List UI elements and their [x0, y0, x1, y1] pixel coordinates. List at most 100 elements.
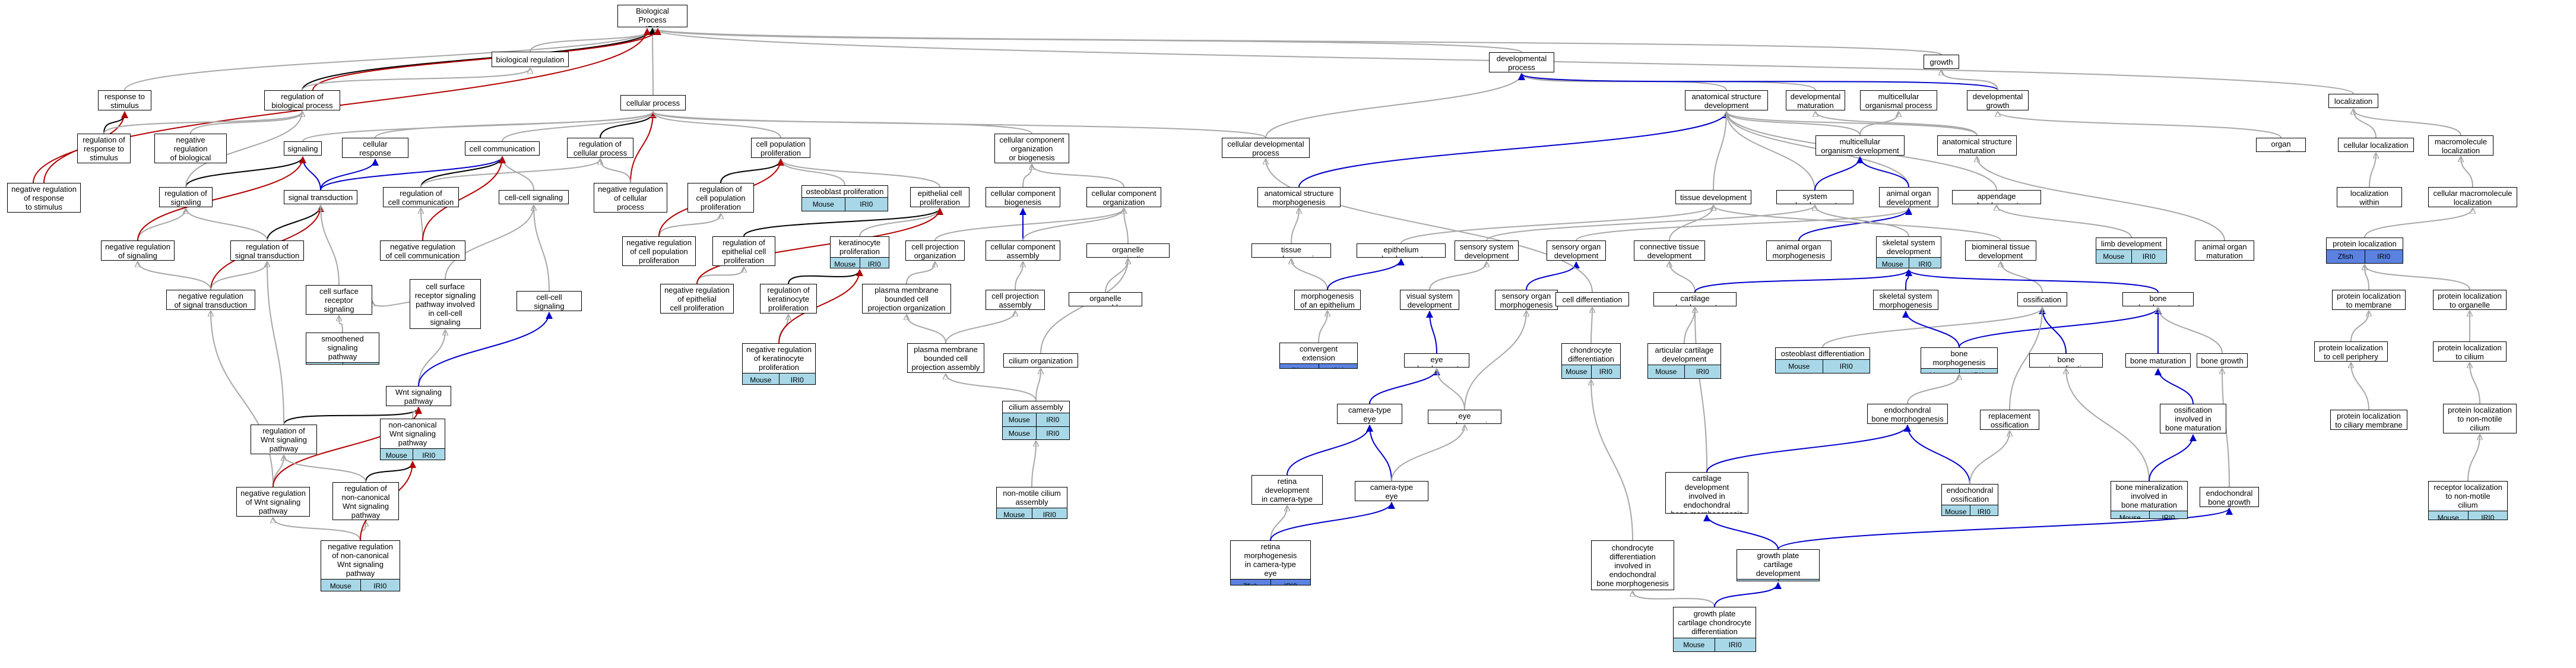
term-node-cameraeye[interactable]: camera-type eye development [1337, 404, 1402, 424]
term-node-protloccilium[interactable]: protein localization to cilium [2433, 341, 2507, 362]
term-node-ccassembly[interactable]: cellular component assembly [986, 240, 1060, 261]
term-node-respstim[interactable]: response to stimulus [98, 90, 151, 110]
term-node-negregbp[interactable]: negative regulation of biological proces… [154, 134, 227, 163]
term-node-ccorg[interactable]: cellular component organization or bioge… [994, 134, 1069, 163]
term-node-protloccellper[interactable]: protein localization to cell periphery [2314, 341, 2388, 362]
term-node-pmcellprojassembly[interactable]: plasma membrane bounded cell projection … [907, 343, 984, 373]
term-node-anatmorph[interactable]: anatomical structure morphogenesis [1257, 187, 1341, 207]
term-node-skelsysmorph[interactable]: skeletal system morphogenesis [1873, 290, 1938, 310]
term-node-bonegrowth[interactable]: bone growth [2197, 353, 2248, 368]
term-node-endochondrbonegrowth[interactable]: endochondral bone growth [2200, 487, 2259, 507]
term-node-anatdev[interactable]: anatomical structure development [1685, 90, 1768, 110]
term-node-regsigtrans[interactable]: regulation of signal transduction [230, 240, 304, 261]
term-node-sensorgmorph[interactable]: sensory organ morphogenesis [1495, 290, 1558, 310]
term-node-growthplatechondro[interactable]: growth plate cartilage chondrocyte diffe… [1673, 607, 1756, 652]
term-node-regwnt[interactable]: regulation of Wnt signaling pathway [251, 425, 317, 454]
term-node-wnt[interactable]: Wnt signaling pathway [386, 386, 451, 406]
term-node-cellproc[interactable]: cellular process [620, 95, 686, 110]
term-node-ccorganization[interactable]: cellular component organization [1086, 187, 1161, 207]
term-node-cellprojassembly[interactable]: cell projection assembly [986, 290, 1045, 310]
term-node-animorgmorph[interactable]: animal organ morphogenesis [1766, 240, 1832, 261]
term-node-growth[interactable]: growth [1924, 55, 1959, 69]
term-node-biolreg[interactable]: biological regulation [492, 52, 569, 67]
term-node-regcellpopprolif[interactable]: regulation of cell population proliferat… [687, 183, 754, 213]
term-node-bonemat[interactable]: bone maturation [2125, 353, 2191, 368]
term-node-biomintis[interactable]: biomineral tissue development [1965, 240, 2036, 261]
term-node-senssysdev[interactable]: sensory system development [1455, 240, 1519, 261]
term-node-multiorgdev[interactable]: multicellular organism development [1815, 135, 1905, 156]
term-node-tissuedev[interactable]: tissue development [1675, 190, 1751, 204]
term-node-growthplate[interactable]: growth plate cartilage developmentMouseI… [1737, 549, 1820, 581]
term-node-bp[interactable]: Biological Process IRI0 [617, 5, 687, 27]
term-node-negregcellproc[interactable]: negative regulation of cellular process [594, 183, 667, 213]
term-node-localization[interactable]: localization [2328, 94, 2378, 108]
term-node-bonedev[interactable]: bone development [2122, 292, 2194, 306]
term-node-cellprojorg[interactable]: cell projection organization [905, 240, 965, 261]
term-node-bonemin2[interactable]: bone mineralization involved in bone mat… [2111, 481, 2188, 519]
term-node-celldiff[interactable]: cell differentiation [1555, 292, 1629, 306]
term-node-protlocorganelle[interactable]: protein localization to organelle [2433, 290, 2507, 310]
term-node-ccbiogenesis[interactable]: cellular component biogenesis [986, 187, 1060, 207]
term-node-ossification[interactable]: ossification [2017, 292, 2067, 306]
term-node-regnoncanwnt[interactable]: regulation of non-canonical Wnt signalin… [332, 482, 399, 520]
term-node-cameraeyemorph[interactable]: camera-type eye morphogenesis [1355, 481, 1428, 501]
term-node-sigtrans[interactable]: signal transduction [284, 190, 357, 204]
term-node-vissysdev[interactable]: visual system development [1400, 290, 1459, 310]
term-node-cellpopprolif[interactable]: cell population proliferation [751, 138, 810, 158]
term-node-organelleassembly[interactable]: organelle assembly [1069, 292, 1142, 306]
term-node-endochondrossif[interactable]: endochondral bone morphogenesis [1867, 404, 1948, 424]
term-node-animorgmat[interactable]: animal organ maturation [2195, 240, 2254, 261]
term-node-anatmat[interactable]: anatomical structure maturation [1937, 135, 2017, 156]
term-node-negregnoncanwnt[interactable]: negative regulation of non-canonical Wnt… [321, 540, 400, 591]
term-node-replossif[interactable]: replacement ossification [1980, 410, 2039, 430]
term-node-regkerprolif[interactable]: regulation of keratinocyte proliferation [760, 284, 817, 314]
term-node-tissuemorph[interactable]: tissue morphogenesis [1251, 243, 1331, 258]
term-node-negregepiprolif[interactable]: negative regulation of epithelial cell p… [660, 284, 734, 314]
term-node-devmat[interactable]: developmental maturation [1786, 90, 1845, 110]
term-node-eyedev[interactable]: eye development [1404, 353, 1469, 368]
term-node-regepiprolif[interactable]: regulation of epithelial cell proliferat… [712, 236, 775, 266]
term-node-negregwnt[interactable]: negative regulation of Wnt signaling pat… [236, 487, 310, 517]
term-node-protloccm[interactable]: protein localization to membrane [2332, 290, 2406, 310]
term-node-chondroendochondral[interactable]: chondrocyte differentiation involved in … [1591, 540, 1674, 590]
term-node-protloccm2[interactable]: protein localization to ciliary membrane [2330, 410, 2407, 430]
term-node-multiorgproc[interactable]: multicellular organismal process [1860, 90, 1937, 110]
term-node-negregcellcomm[interactable]: negative regulation of cell communicatio… [380, 240, 465, 261]
term-node-epidev[interactable]: epithelium development [1357, 243, 1446, 258]
term-node-macroloc[interactable]: macromolecule localization [2428, 135, 2493, 156]
term-node-regsignaling[interactable]: regulation of signaling [159, 187, 213, 207]
term-node-cellloc[interactable]: cellular localization [2338, 138, 2414, 152]
term-node-negregkerprolif[interactable]: negative regulation of keratinocyte prol… [742, 343, 816, 385]
term-node-negregsignaling[interactable]: negative regulation of signaling [101, 240, 175, 261]
term-node-appdev[interactable]: appendage development [1952, 190, 2041, 204]
term-node-cartendochondral[interactable]: cartilage development involved in endoch… [1665, 472, 1748, 514]
term-node-organelleorg[interactable]: organelle organization [1086, 243, 1170, 258]
term-node-retinamorph[interactable]: retina morphogenesis in camera-type eyeZ… [1230, 540, 1311, 585]
term-node-protlocnonmotile[interactable]: protein localization to non-motile ciliu… [2443, 404, 2517, 433]
term-node-regcellcomm[interactable]: regulation of cell communication [383, 187, 459, 207]
term-node-ossifbonemat[interactable]: ossification involved in bone maturation [2160, 404, 2226, 433]
term-node-eyemorph[interactable]: eye morphogenesis [1428, 410, 1501, 424]
term-node-cellmacroloc[interactable]: cellular macromolecule localization [2428, 187, 2517, 207]
term-node-regrespstim[interactable]: regulation of response to stimulus [77, 134, 131, 163]
term-node-negregsigtrans[interactable]: negative regulation of signal transducti… [166, 290, 255, 310]
term-node-cellresp[interactable]: cellular response to stimulus [342, 138, 408, 158]
term-node-convext[interactable]: convergent extensionZfishIRI0 [1279, 343, 1358, 369]
term-node-cellcellsigwnt[interactable]: cell-cell signaling by wnt [517, 291, 582, 311]
term-node-signaling[interactable]: signaling [284, 141, 322, 156]
term-node-sysdev[interactable]: system development [1776, 190, 1853, 204]
term-node-regcellproc[interactable]: regulation of cellular process [567, 138, 633, 158]
term-node-morphepi[interactable]: morphogenesis of an epithelium [1294, 290, 1361, 310]
term-node-conntissdev[interactable]: connective tissue development [1634, 240, 1705, 261]
term-node-epiprolif[interactable]: epithelial cell proliferation [910, 187, 969, 207]
